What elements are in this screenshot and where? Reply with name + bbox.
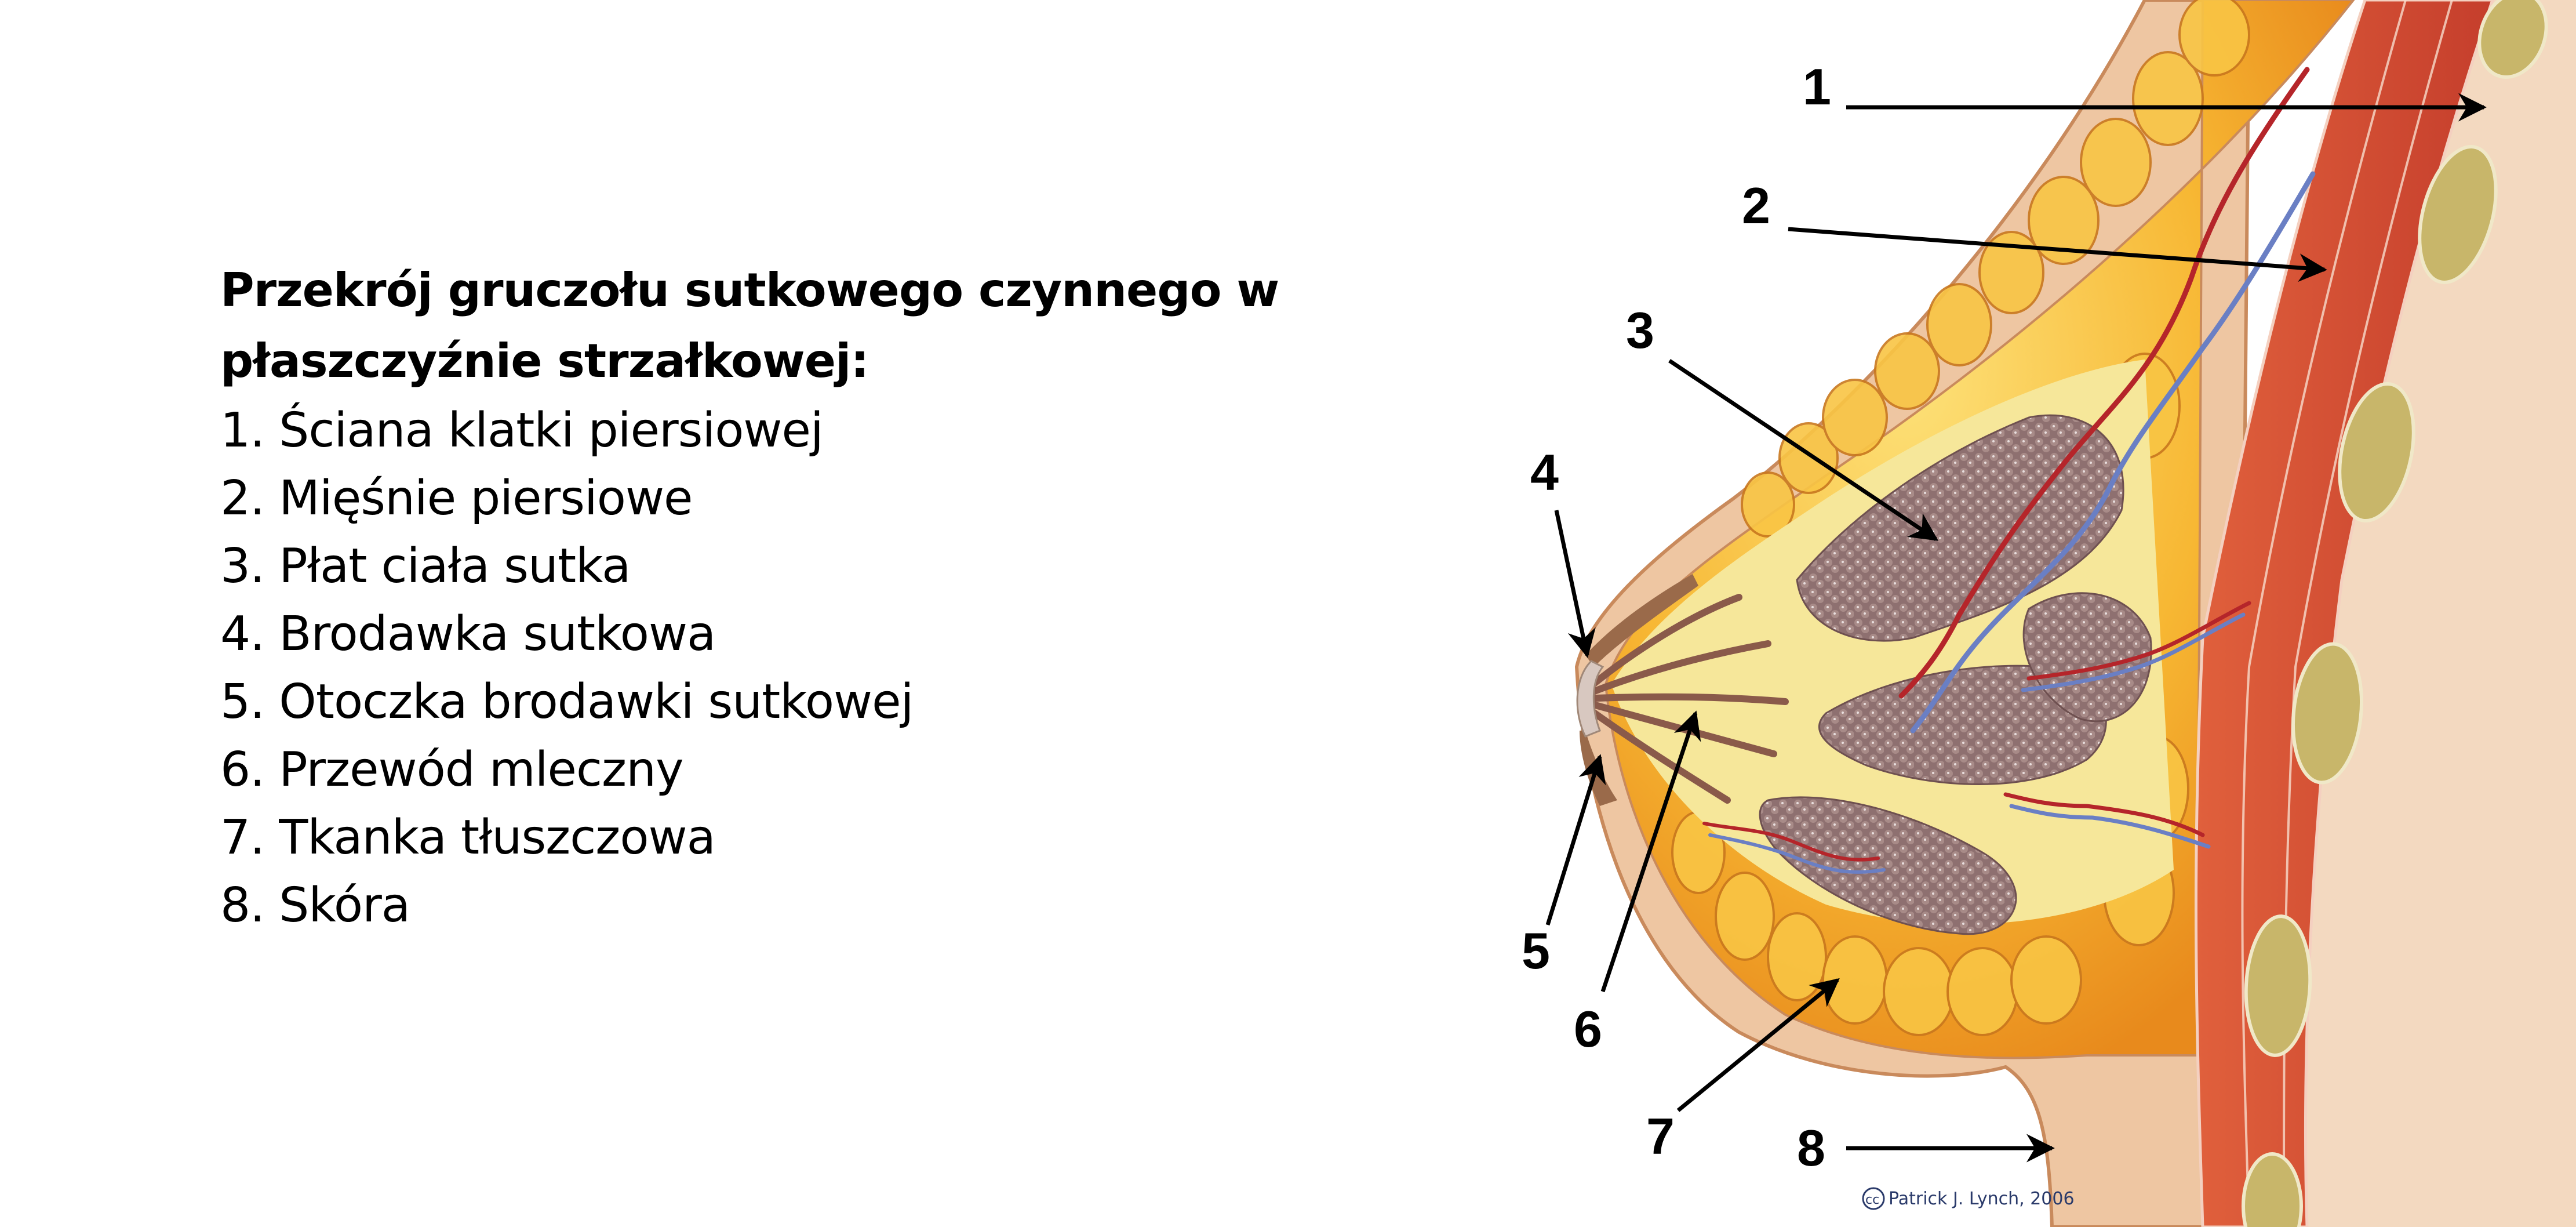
legend-item-adipose-tissue: 7. Tkanka tłuszczowa — [220, 810, 716, 865]
arrow-4 — [1554, 510, 1596, 658]
legend-item-chest-wall: 1. Ściana klatki piersiowej — [220, 403, 824, 458]
legend-item-areola: 5. Otoczka brodawki sutkowej — [220, 674, 914, 729]
vein — [1910, 171, 2316, 734]
arrow-6 — [1600, 710, 1701, 993]
credit: cc Patrick J. Lynch, 2006 — [1862, 1187, 2075, 1210]
areola-region — [1585, 574, 1698, 667]
artery — [1898, 67, 2310, 699]
legend: Przekrój gruczołu sutkowego czynnego w p… — [220, 255, 1496, 939]
cc-icon — [1862, 1187, 1885, 1210]
callout-arrows — [1545, 93, 2487, 1163]
arrow-7 — [1676, 978, 1840, 1112]
cc-icon-letters: cc — [1865, 1193, 1879, 1207]
arrow-3 — [1668, 359, 1939, 541]
ribs — [2242, 0, 2548, 1227]
callout-number-4: 4 — [1530, 444, 1559, 501]
blood-vessels — [1702, 67, 2316, 874]
arrow-2 — [1788, 227, 2327, 282]
callout-number-6: 6 — [1574, 1000, 1602, 1058]
callout-number-3: 3 — [1626, 302, 1654, 359]
legend-item-pectoral-muscles: 2. Mięśnie piersiowe — [220, 471, 693, 526]
legend-item-nipple: 4. Brodawka sutkowa — [220, 607, 716, 662]
legend-item-breast-lobe: 3. Płat ciała sutka — [220, 539, 631, 594]
callout-numbers: 1 2 3 4 5 6 7 8 — [1522, 58, 1831, 1177]
legend-list: 1. Ściana klatki piersiowej 2. Mięśnie p… — [220, 397, 1496, 939]
callout-number-5: 5 — [1522, 922, 1550, 979]
milk-ducts — [1579, 594, 1789, 804]
credit-text: Patrick J. Lynch, 2006 — [1889, 1189, 2075, 1209]
callout-number-1: 1 — [1803, 58, 1831, 115]
legend-item-skin: 8. Skóra — [220, 878, 410, 933]
legend-title: Przekrój gruczołu sutkowego czynnego w p… — [220, 263, 1279, 388]
arrow-5 — [1545, 754, 1606, 926]
mammary-lobes — [1759, 414, 2152, 935]
callout-number-2: 2 — [1742, 177, 1770, 234]
nipple — [1576, 660, 1604, 738]
callout-number-8: 8 — [1797, 1119, 1825, 1177]
callout-number-7: 7 — [1646, 1108, 1675, 1165]
legend-item-milk-duct: 6. Przewód mleczny — [220, 742, 684, 797]
